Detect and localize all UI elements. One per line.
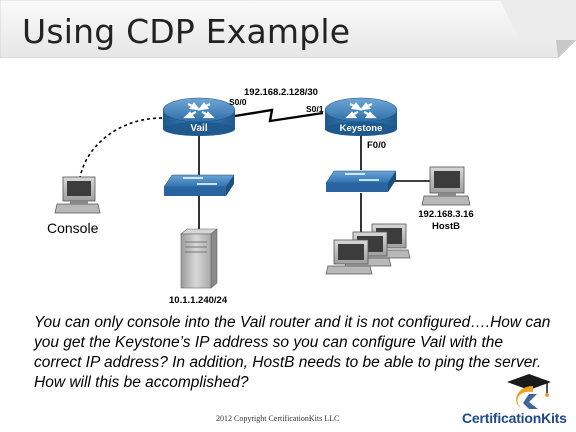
body-text: You can only console into the Vail route… <box>34 314 551 391</box>
title-bar <box>0 0 576 58</box>
keystone-router: Keystone <box>324 97 398 136</box>
vail-port-label: S0/0 <box>229 97 247 107</box>
certificationkits-logo-icon <box>507 374 551 409</box>
vail-label: Vail <box>190 123 207 134</box>
vail-router: Vail <box>162 97 236 136</box>
console-cable <box>79 117 163 179</box>
wan-subnet-label: 192.168.2.128/30 <box>244 87 318 98</box>
hostb-ip-label: 192.168.3.16 <box>418 209 473 220</box>
vail-switch <box>163 174 235 196</box>
console-label: Console <box>47 220 99 236</box>
console-pc <box>54 176 101 214</box>
host-cluster <box>325 223 411 275</box>
certificationkits-logo-text: CertificationKits <box>462 410 567 426</box>
keystone-label: Keystone <box>340 123 383 134</box>
hostb-pc <box>421 166 471 206</box>
keystone-switch <box>325 170 397 192</box>
page-title: Using CDP Example <box>22 12 351 51</box>
keystone-lan-port-label: F0/0 <box>367 140 386 151</box>
keystone-port-label: S0/1 <box>306 104 324 114</box>
server-ip-label: 10.1.1.240/24 <box>169 295 228 306</box>
hostb-label: HostB <box>432 221 460 232</box>
server-icon <box>180 228 218 289</box>
copyright-text: 2012 Copyright CertificationKits LLC <box>216 414 340 423</box>
serial-link <box>234 108 324 123</box>
